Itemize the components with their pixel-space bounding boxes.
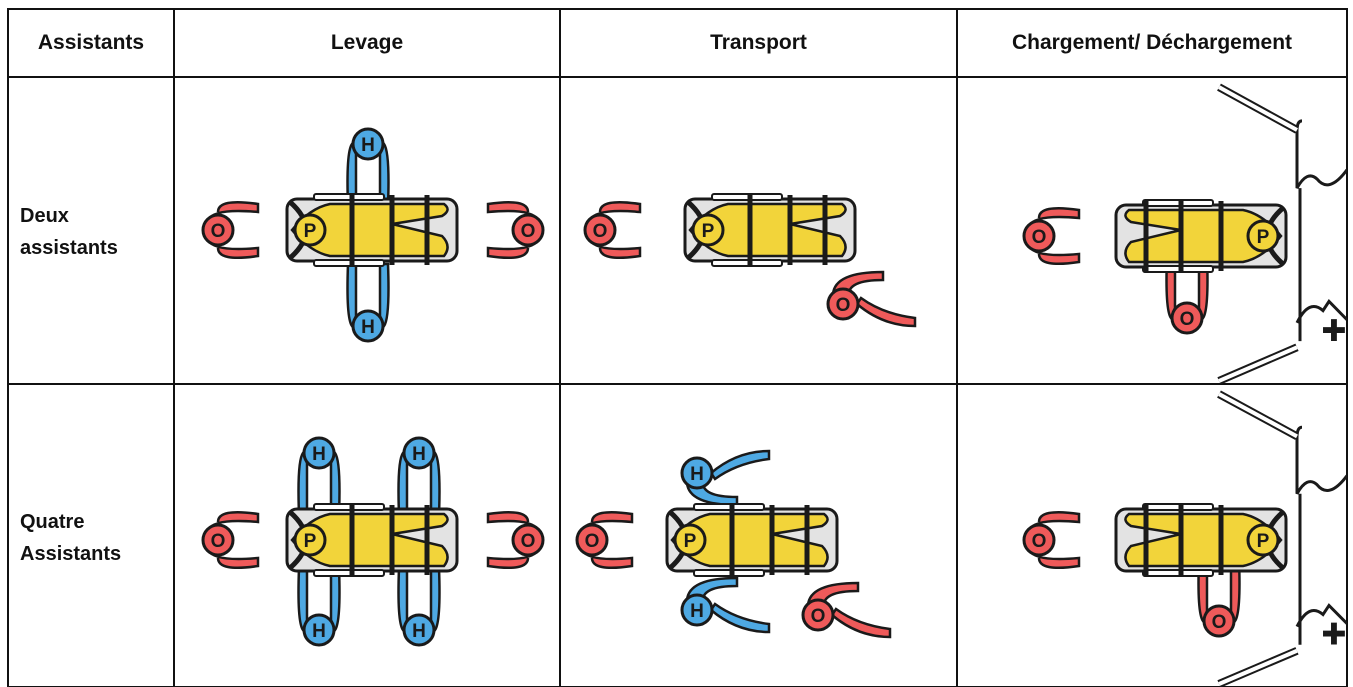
- operator-left-badge: O: [201, 213, 235, 247]
- row-label-deux-line2: assistants: [20, 237, 118, 259]
- svg-text:O: O: [521, 221, 536, 242]
- stretcher-patient: P: [1246, 523, 1280, 557]
- row-label-deux: Deux assistants: [20, 200, 160, 264]
- stretcher-patient: P: [673, 523, 707, 557]
- svg-text:H: H: [361, 317, 375, 338]
- stretcher: [1114, 199, 1288, 273]
- helper-top-right-badge: H: [402, 436, 436, 470]
- helper-bottom-right: [397, 566, 441, 633]
- stretcher: [683, 193, 857, 267]
- row-label-deux-line1: Deux: [20, 205, 69, 227]
- operator-side-badge: O: [826, 287, 860, 321]
- helper-bottom-badge: H: [680, 593, 714, 627]
- ambulance-cross-icon: ✚: [1321, 315, 1346, 348]
- svg-text:P: P: [304, 221, 317, 242]
- svg-text:O: O: [1032, 227, 1047, 248]
- diagram-transport-quatre: O H H O P: [575, 449, 892, 639]
- operator-left-badge: O: [201, 523, 235, 557]
- svg-text:O: O: [211, 221, 226, 242]
- svg-text:H: H: [312, 621, 326, 642]
- diagram-chargement-quatre: ✚ O O P: [1022, 390, 1347, 687]
- row-label-quatre-line2: Assistants: [20, 543, 122, 565]
- svg-text:H: H: [412, 444, 426, 465]
- header-chargement: Chargement/ Déchargement: [1011, 31, 1293, 54]
- operator-left-badge: O: [575, 523, 609, 557]
- svg-text:H: H: [312, 444, 326, 465]
- header-levage: Levage: [330, 31, 404, 54]
- svg-text:O: O: [585, 531, 600, 552]
- svg-text:P: P: [1257, 227, 1270, 248]
- helper-bottom-right-badge: H: [402, 613, 436, 647]
- svg-text:O: O: [836, 295, 851, 316]
- svg-text:O: O: [811, 606, 826, 627]
- operator-bottom-badge: O: [1170, 301, 1204, 335]
- svg-text:H: H: [690, 464, 704, 485]
- svg-text:O: O: [211, 531, 226, 552]
- helper-top-badge: H: [351, 127, 385, 161]
- svg-text:P: P: [702, 221, 715, 242]
- diagram-levage-quatre: O O H H H H P: [201, 436, 545, 647]
- svg-text:O: O: [1180, 309, 1195, 330]
- svg-text:O: O: [521, 531, 536, 552]
- diagram-levage-deux: O O H H P: [201, 127, 545, 343]
- svg-text:O: O: [1212, 612, 1227, 633]
- operator-left-badge: O: [1022, 219, 1056, 253]
- helper-top-badge: H: [680, 456, 714, 490]
- svg-text:O: O: [1032, 531, 1047, 552]
- operator-left-badge: O: [583, 213, 617, 247]
- diagram-chargement-deux: ✚ O O P: [1022, 83, 1347, 384]
- helper-bottom-left-badge: H: [302, 613, 336, 647]
- helper-bottom-badge: H: [351, 309, 385, 343]
- svg-text:P: P: [684, 531, 697, 552]
- operator-right-badge: O: [511, 213, 545, 247]
- stretcher-patient: P: [691, 213, 725, 247]
- stretcher-patient: P: [293, 523, 327, 557]
- helper-top-left-badge: H: [302, 436, 336, 470]
- svg-text:O: O: [593, 221, 608, 242]
- operator-side-badge: O: [801, 598, 835, 632]
- stretcher: [665, 503, 839, 577]
- ambulance: ✚: [1217, 83, 1347, 384]
- operator-right-badge: O: [511, 523, 545, 557]
- ambulance-cross-icon: ✚: [1321, 619, 1346, 652]
- header-transport: Transport: [710, 31, 807, 54]
- svg-text:P: P: [304, 531, 317, 552]
- row-label-quatre: Quatre Assistants: [20, 506, 160, 570]
- stretcher-patient: P: [293, 213, 327, 247]
- row-label-quatre-line1: Quatre: [20, 511, 85, 533]
- header-assistants: Assistants: [37, 31, 145, 54]
- stretcher-patient: P: [1246, 219, 1280, 253]
- svg-text:P: P: [1257, 531, 1270, 552]
- operator-bottom-badge: O: [1202, 604, 1236, 638]
- operator-left-badge: O: [1022, 523, 1056, 557]
- ambulance: ✚: [1217, 390, 1347, 687]
- svg-text:H: H: [361, 135, 375, 156]
- svg-text:H: H: [412, 621, 426, 642]
- svg-text:H: H: [690, 601, 704, 622]
- diagram-transport-deux: O P O: [583, 193, 917, 328]
- stretcher: [285, 503, 459, 577]
